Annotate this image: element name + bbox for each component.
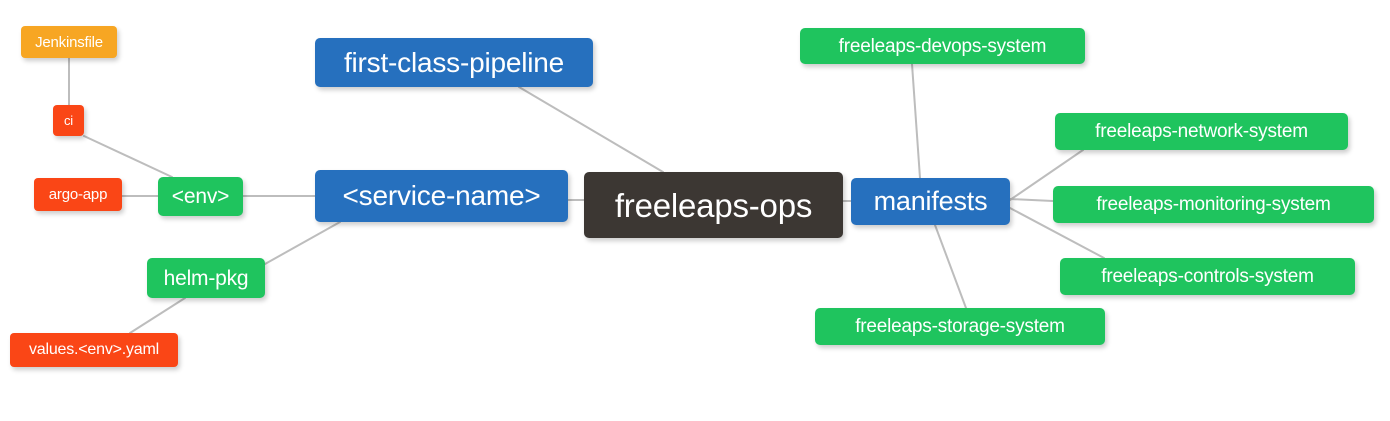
mindmap-node-label-helm-pkg: helm-pkg bbox=[163, 266, 249, 290]
edge-helm-pkg-to-service-name bbox=[264, 221, 341, 265]
mindmap-node-label-jenkinsfile: Jenkinsfile bbox=[35, 33, 103, 51]
mindmap-node-argo-app[interactable]: argo-app bbox=[34, 178, 122, 211]
mindmap-node-label-freeleaps-devops-system: freeleaps-devops-system bbox=[838, 35, 1047, 57]
edge-manifests-to-freeleaps-monitoring-system bbox=[1009, 198, 1054, 202]
mindmap-node-first-class-pipeline[interactable]: first-class-pipeline bbox=[315, 38, 593, 87]
edge-values-yaml-to-helm-pkg bbox=[129, 297, 186, 334]
mindmap-node-service-name[interactable]: <service-name> bbox=[315, 170, 568, 222]
mindmap-node-label-env: <env> bbox=[171, 185, 230, 208]
mindmap-node-label-values-yaml: values.<env>.yaml bbox=[28, 341, 159, 358]
mindmap-node-label-ci: ci bbox=[64, 113, 73, 128]
mindmap-node-freeleaps-network-system[interactable]: freeleaps-network-system bbox=[1055, 113, 1348, 150]
mindmap-node-helm-pkg[interactable]: helm-pkg bbox=[147, 258, 265, 298]
mindmap-node-freeleaps-ops[interactable]: freeleaps-ops bbox=[584, 172, 843, 238]
mindmap-node-label-argo-app: argo-app bbox=[48, 186, 108, 203]
mindmap-node-jenkinsfile[interactable]: Jenkinsfile bbox=[21, 26, 117, 58]
mindmap-node-label-freeleaps-monitoring-system: freeleaps-monitoring-system bbox=[1096, 194, 1331, 215]
mindmap-node-env[interactable]: <env> bbox=[158, 177, 243, 216]
edge-first-class-pipeline-to-freeleaps-ops bbox=[518, 86, 664, 173]
mindmap-node-label-freeleaps-network-system: freeleaps-network-system bbox=[1095, 121, 1308, 142]
edge-ci-to-env bbox=[83, 135, 173, 178]
mindmap-node-freeleaps-devops-system[interactable]: freeleaps-devops-system bbox=[800, 28, 1085, 64]
edge-manifests-to-freeleaps-storage-system bbox=[934, 224, 967, 309]
mindmap-node-values-yaml[interactable]: values.<env>.yaml bbox=[10, 333, 178, 367]
mindmap-node-label-manifests: manifests bbox=[873, 186, 988, 216]
mindmap-node-freeleaps-storage-system[interactable]: freeleaps-storage-system bbox=[815, 308, 1105, 345]
mindmap-node-label-freeleaps-ops: freeleaps-ops bbox=[614, 186, 813, 224]
mindmap-node-label-freeleaps-storage-system: freeleaps-storage-system bbox=[855, 316, 1065, 337]
mindmap-node-ci[interactable]: ci bbox=[53, 105, 84, 136]
mindmap-node-label-first-class-pipeline: first-class-pipeline bbox=[343, 46, 565, 78]
mindmap-node-label-service-name: <service-name> bbox=[342, 180, 541, 211]
mindmap-node-freeleaps-controls-system[interactable]: freeleaps-controls-system bbox=[1060, 258, 1355, 295]
mindmap-node-label-freeleaps-controls-system: freeleaps-controls-system bbox=[1101, 266, 1314, 287]
edge-manifests-to-freeleaps-devops-system bbox=[911, 63, 921, 179]
mindmap-node-manifests[interactable]: manifests bbox=[851, 178, 1010, 225]
mindmap-node-freeleaps-monitoring-system[interactable]: freeleaps-monitoring-system bbox=[1053, 186, 1374, 223]
